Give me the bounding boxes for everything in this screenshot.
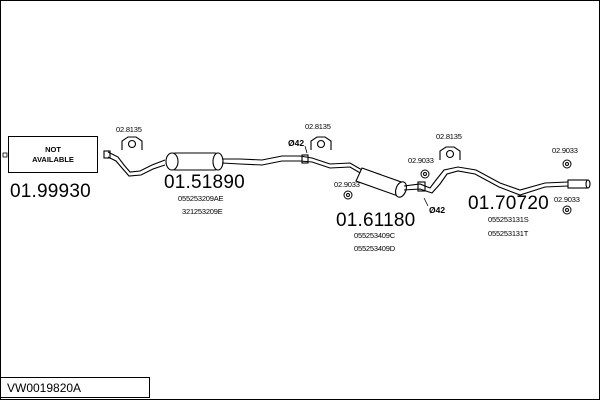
clamp-icon [121, 136, 143, 150]
clamp-icon [310, 136, 332, 150]
clamp-number: 02.8135 [116, 125, 142, 134]
oem-number: 055253409D [354, 244, 395, 253]
hanger-number: 02.9033 [552, 146, 578, 155]
part-number-rear-mid: 01.61180 [336, 210, 416, 231]
part-number-rear: 01.70720 [468, 193, 549, 214]
not-available-line1: NOT [45, 145, 61, 155]
not-available-line2: AVAILABLE [32, 154, 74, 164]
diameter-label: Ø42 [288, 138, 305, 148]
hanger-icon [562, 205, 572, 215]
diameter-label: Ø42 [429, 205, 446, 215]
clamp-number: 02.8135 [436, 132, 462, 141]
hanger-icon [562, 159, 572, 169]
rear-mid-muffler [355, 167, 407, 198]
hanger-number: 02.9033 [408, 156, 434, 165]
clamp-number: 02.8135 [305, 122, 331, 131]
front-mid-muffler [165, 152, 224, 171]
oem-number: 055253131T [488, 229, 529, 238]
front-connector-mark [2, 152, 8, 158]
rear-link-pipe [403, 166, 569, 196]
hanger-number: 02.9033 [334, 180, 360, 189]
clamp-icon [439, 146, 461, 160]
rear-tailpipe [567, 179, 591, 189]
hanger-number: 02.9033 [554, 195, 580, 204]
reference-number: VW0019820A [7, 380, 82, 395]
not-available-box: NOT AVAILABLE [8, 136, 98, 173]
oem-number: 055253209AE [178, 194, 224, 203]
hanger-icon [420, 169, 430, 179]
oem-number: 055253131S [488, 215, 529, 224]
reference-box: VW0019820A [0, 377, 150, 398]
mid-pipe [221, 154, 363, 175]
oem-number: 055253409C [354, 231, 395, 240]
diameter-arrow [304, 145, 429, 207]
part-number-front-mid: 01.51890 [164, 172, 245, 193]
part-number-front: 01.99930 [10, 181, 91, 202]
front-pipe [103, 150, 166, 177]
hanger-icon [343, 190, 353, 200]
oem-number: 321253209E [182, 207, 223, 216]
